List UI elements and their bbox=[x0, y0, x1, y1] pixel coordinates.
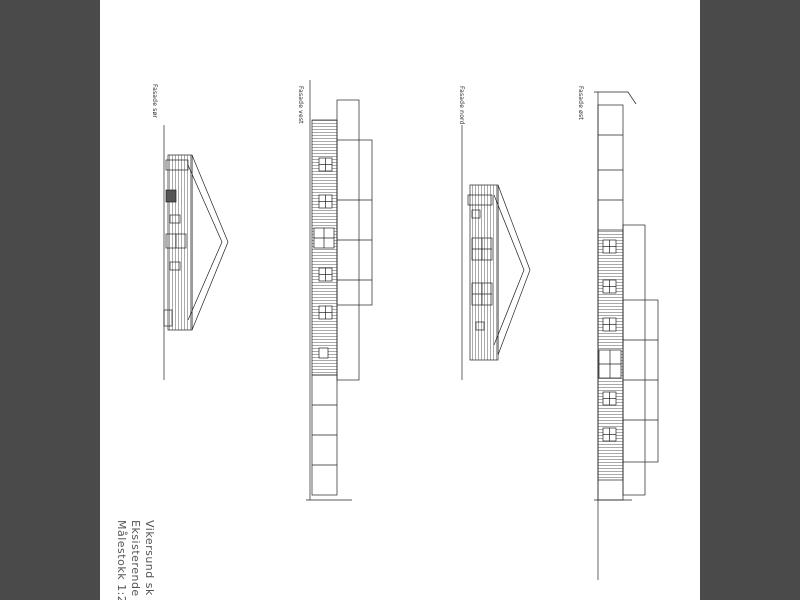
elevation-south bbox=[163, 125, 229, 380]
label-fasade-ost: Fasade øst bbox=[577, 86, 584, 120]
door-dark bbox=[165, 189, 177, 203]
label-fasade-vest: Fasade vest bbox=[297, 86, 304, 124]
window bbox=[169, 214, 181, 224]
entrance bbox=[163, 309, 173, 327]
roof-slope bbox=[622, 224, 646, 496]
roof-inner bbox=[187, 164, 223, 321]
chimney bbox=[467, 194, 493, 206]
roof-outline bbox=[497, 184, 531, 356]
window bbox=[471, 209, 481, 219]
elevation-drawings bbox=[163, 80, 659, 580]
elevation-west bbox=[306, 80, 373, 501]
window bbox=[475, 321, 485, 331]
title-status: Eksisterende bbox=[129, 520, 142, 597]
window bbox=[169, 261, 181, 271]
roof-outline bbox=[191, 154, 229, 331]
elevation-north bbox=[461, 125, 531, 380]
roof-section bbox=[622, 299, 659, 463]
label-fasade-sor: Fasade sør bbox=[151, 84, 158, 119]
roof-cap bbox=[594, 91, 637, 105]
wall bbox=[167, 154, 193, 331]
roof-inner bbox=[493, 194, 525, 346]
wall bbox=[469, 184, 499, 361]
elevation-east bbox=[594, 91, 659, 580]
drawing-sheet: Fasade sør Fasade vest Fasade nord Fasad… bbox=[100, 0, 700, 600]
vent bbox=[318, 347, 329, 359]
label-fasade-nord: Fasade nord bbox=[458, 86, 465, 125]
title-project: Vikersund sk bbox=[143, 520, 156, 596]
title-scale: Målestokk 1:2 bbox=[115, 520, 128, 600]
roof-section bbox=[336, 139, 373, 306]
